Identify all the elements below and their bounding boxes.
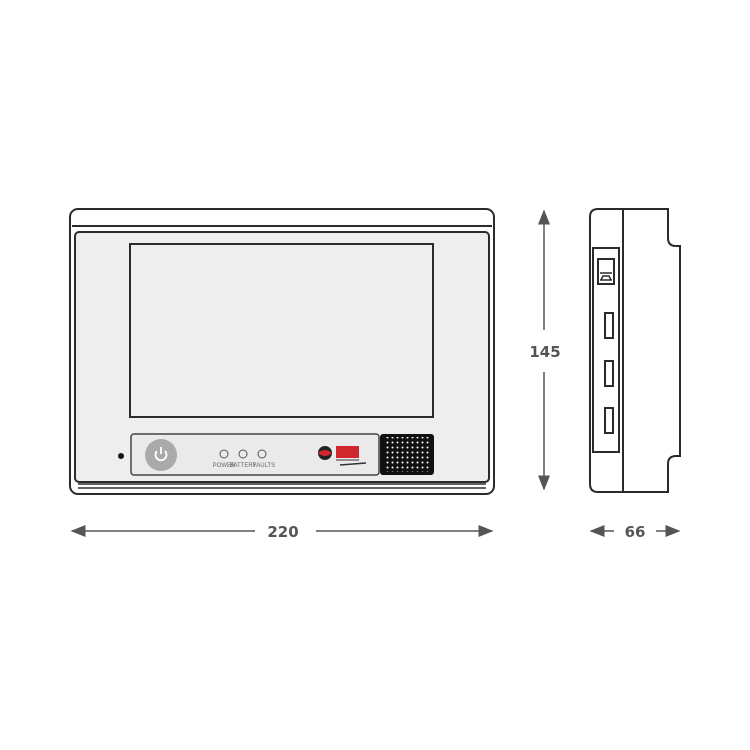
depth-label: 66 [625,523,646,541]
height-label: 145 [529,343,560,361]
height-dimension: 145 [529,209,561,491]
width-dimension: 220 [70,523,494,541]
usb-port-2 [604,360,614,387]
power-icon [154,450,168,462]
led-label-faults: FAULTS [253,463,275,469]
side-view [589,208,681,493]
control-panel [130,433,380,476]
power-led [219,449,229,459]
front-view: POWER BATTERY FAULTS [69,208,495,495]
power-button[interactable] [145,439,177,471]
brand-logo [318,446,367,466]
battery-led [238,449,248,459]
depth-dimension: 66 [589,523,681,541]
led-label-power: POWER [213,463,236,469]
display-screen [129,243,434,418]
usb-port-1 [604,312,614,339]
faults-led [257,449,267,459]
sensor-dot [118,453,124,459]
usb-port-3 [604,407,614,434]
led-label-battery: BATTERY [229,463,256,469]
width-label: 220 [267,523,298,541]
